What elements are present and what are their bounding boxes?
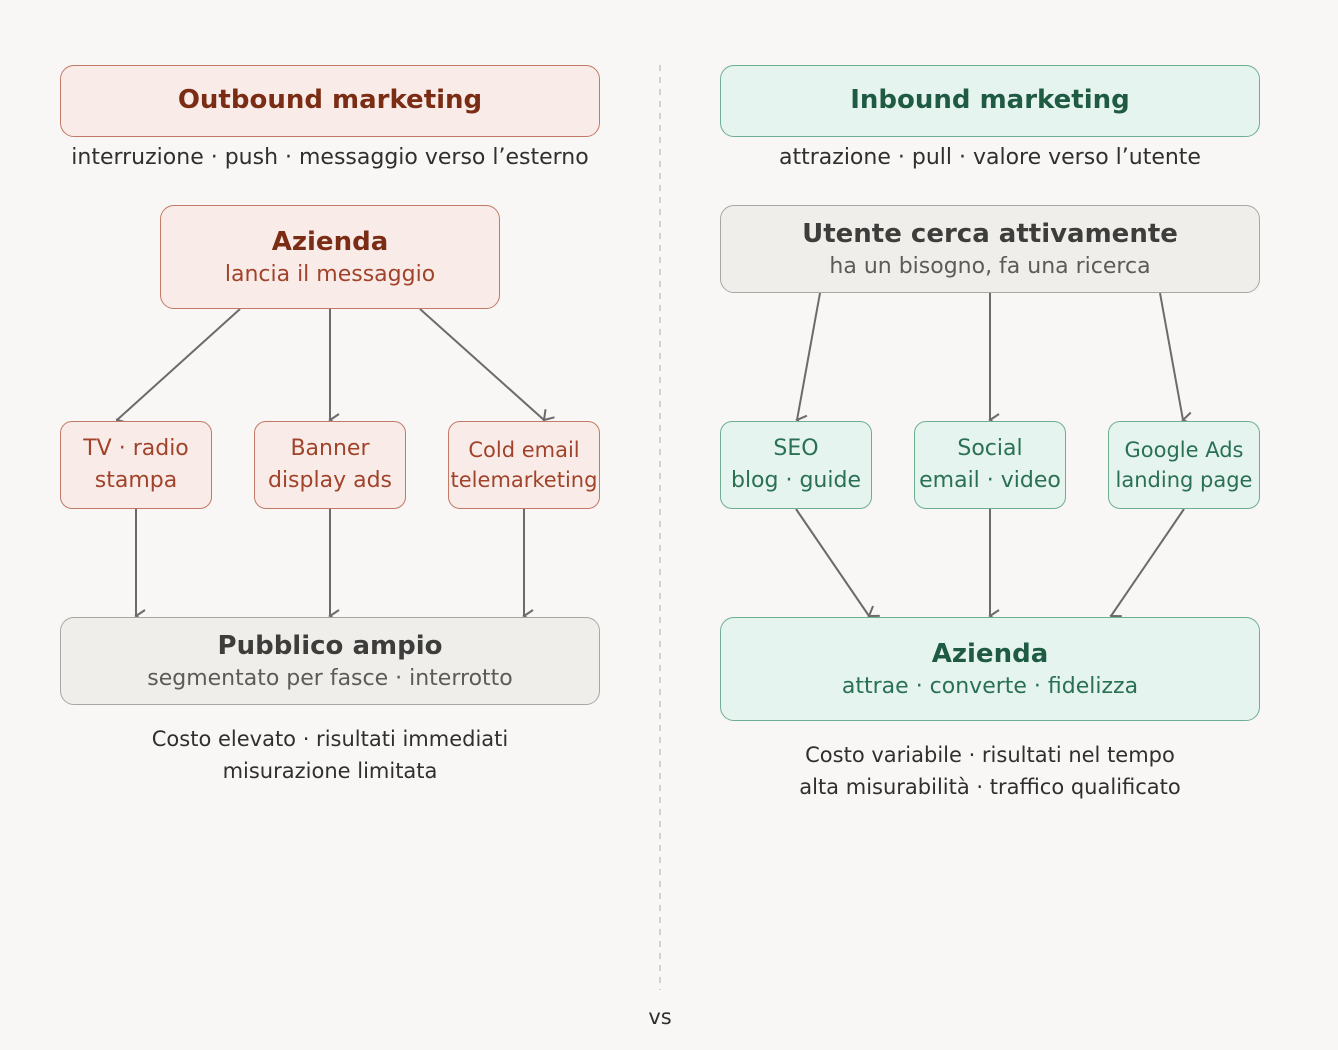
- channel-line1: Banner: [290, 436, 370, 462]
- outbound-summary: Costo elevato · risultati immediati misu…: [60, 724, 600, 787]
- outbound-source-azienda: Azienda lancia il messaggio: [160, 205, 500, 309]
- channel-line1: Google Ads: [1124, 437, 1244, 462]
- outbound-header-title: Outbound marketing: [177, 85, 483, 116]
- arrow-ads-to-azienda: [1109, 508, 1185, 627]
- inbound-tagline: attrazione · pull · valore verso l’utent…: [779, 145, 1201, 170]
- channel-line1: TV · radio: [83, 436, 189, 462]
- channel-line2: display ads: [267, 468, 393, 493]
- inbound-source-utente: Utente cerca attivamente ha un bisogno, …: [720, 205, 1260, 293]
- channel-line2: landing page: [1115, 468, 1253, 492]
- outbound-source-subtitle: lancia il messaggio: [224, 261, 436, 287]
- arrow-seo-to-azienda: [795, 508, 880, 618]
- vs-label: vs: [648, 1005, 672, 1029]
- channel-line2: blog · guide: [730, 468, 861, 493]
- inbound-target-title: Azienda: [931, 638, 1049, 669]
- inbound-source-title: Utente cerca attivamente: [802, 218, 1178, 249]
- inbound-summary: Costo variabile · risultati nel tempo al…: [720, 740, 1260, 803]
- outbound-summary-line1: Costo elevato · risultati immediati: [151, 727, 509, 751]
- arrow-utente-to-ads: [1159, 292, 1194, 426]
- outbound-summary-line2: misurazione limitata: [222, 758, 438, 783]
- outbound-channel-tv: TV · radio stampa: [60, 421, 212, 509]
- inbound-channel-google-ads: Google Ads landing page: [1108, 421, 1260, 509]
- channel-line1: Cold email: [468, 437, 580, 462]
- inbound-header-title: Inbound marketing: [850, 85, 1130, 116]
- inbound-target-subtitle: attrae · converte · fidelizza: [841, 673, 1139, 699]
- inbound-target-azienda: Azienda attrae · converte · fidelizza: [720, 617, 1260, 721]
- arrow-utente-to-seo: [795, 292, 821, 429]
- inbound-channel-social: Social email · video: [914, 421, 1066, 509]
- channel-line2: stampa: [94, 468, 178, 493]
- channel-line2: telemarketing: [450, 468, 598, 492]
- outbound-channel-coldemail: Cold email telemarketing: [448, 421, 600, 509]
- arrow-azienda-to-coldemail: [419, 308, 555, 422]
- arrow-azienda-to-tv: [115, 308, 241, 431]
- outbound-source-title: Azienda: [271, 226, 389, 257]
- outbound-channel-banner: Banner display ads: [254, 421, 406, 509]
- inbound-source-subtitle: ha un bisogno, fa una ricerca: [829, 253, 1151, 279]
- outbound-tagline: interruzione · push · messaggio verso l’…: [71, 145, 589, 170]
- inbound-summary-line2: alta misurabilità · traffico qualificato: [799, 774, 1181, 799]
- inbound-summary-line1: Costo variabile · risultati nel tempo: [805, 743, 1175, 767]
- channel-line1: Social: [957, 436, 1023, 462]
- outbound-target-subtitle: segmentato per fasce · interrotto: [147, 665, 513, 691]
- outbound-target-title: Pubblico ampio: [217, 630, 443, 661]
- outbound-target-pubblico: Pubblico ampio segmentato per fasce · in…: [60, 617, 600, 705]
- channel-line1: SEO: [773, 436, 819, 462]
- outbound-header: Outbound marketing: [60, 65, 600, 137]
- inbound-channel-seo: SEO blog · guide: [720, 421, 872, 509]
- channel-line2: email · video: [919, 468, 1061, 493]
- inbound-header: Inbound marketing: [720, 65, 1260, 137]
